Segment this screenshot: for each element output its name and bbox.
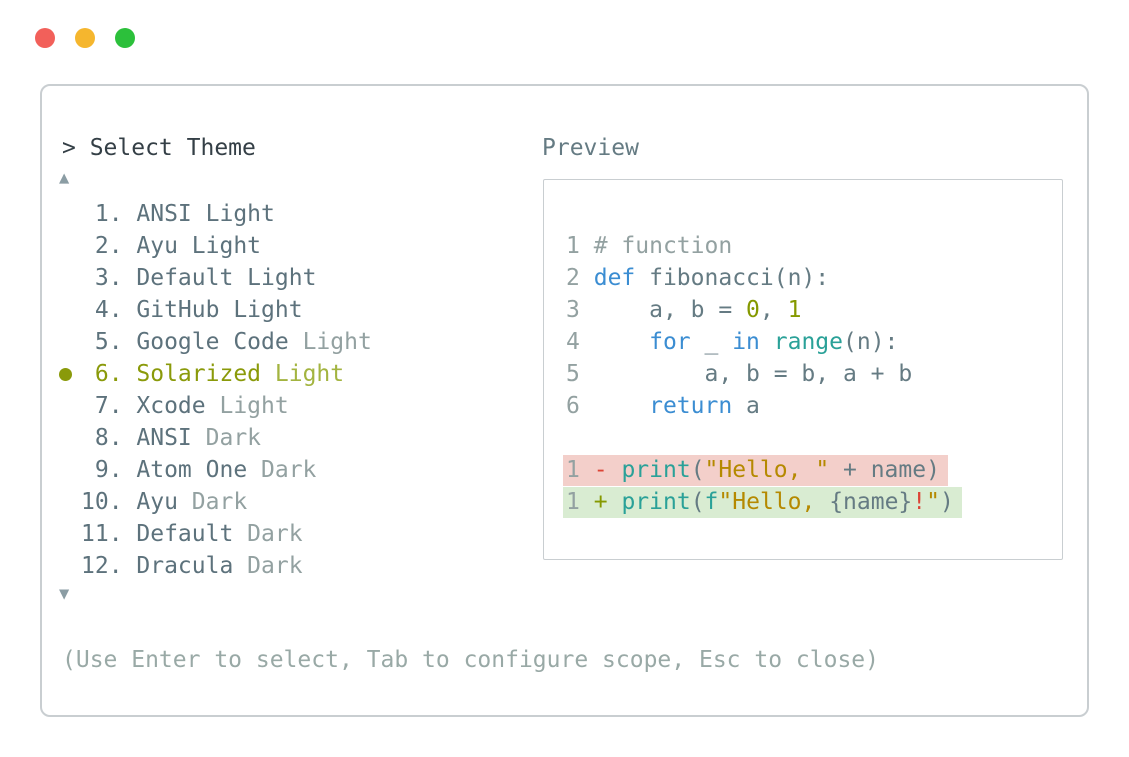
theme-item-label: 12. Dracula Dark: [81, 553, 303, 579]
theme-item-label: 6. Solarized Light: [81, 361, 345, 387]
theme-list-item-solarized-light[interactable]: 6. Solarized Light: [59, 358, 522, 390]
theme-item-label: 3. Default Light: [81, 265, 317, 291]
code-line: 5 a, b = b, a + b: [566, 361, 913, 387]
code-preview: 1 # function 2 def fibonacci(n): 3 a, b = …: [544, 180, 1062, 518]
theme-list-item-google-code-light[interactable]: 5. Google Code Light: [62, 326, 522, 358]
theme-list-item-dracula-dark[interactable]: 12. Dracula Dark: [62, 550, 522, 582]
theme-list-item-ansi-dark[interactable]: 8. ANSI Dark: [62, 422, 522, 454]
preview-box: 1 # function 2 def fibonacci(n): 3 a, b = …: [543, 179, 1063, 560]
scroll-down-icon[interactable]: ▼: [59, 584, 70, 604]
theme-list-item-ayu-light[interactable]: 2. Ayu Light: [62, 230, 522, 262]
diff-line-added: 1 + print(f"Hello, {name}!"): [563, 486, 1062, 518]
theme-list-item-default-light[interactable]: 3. Default Light: [62, 262, 522, 294]
theme-item-label: 11. Default Dark: [81, 521, 303, 547]
code-line: [566, 422, 1062, 454]
theme-list-item-ansi-light[interactable]: 1. ANSI Light: [62, 198, 522, 230]
prompt-title: > Select Theme: [62, 135, 256, 161]
preview-label: Preview: [542, 135, 639, 161]
theme-list-item-ayu-dark[interactable]: 10. Ayu Dark: [62, 486, 522, 518]
diff-line-removed: 1 - print("Hello, " + name): [563, 454, 1062, 486]
theme-item-label: 5. Google Code Light: [81, 329, 372, 355]
theme-item-label: 10. Ayu Dark: [81, 489, 248, 515]
code-line: 4 for _ in range(n):: [566, 329, 899, 355]
code-line: 2 def fibonacci(n):: [566, 265, 830, 291]
theme-item-label: 9. Atom One Dark: [81, 457, 317, 483]
code-line: 3 a, b = 0, 1: [566, 297, 802, 323]
selected-bullet-icon: [59, 368, 72, 381]
close-button[interactable]: [35, 28, 55, 48]
scroll-up-icon[interactable]: ▲: [59, 168, 70, 188]
theme-list-item-atom-one-dark[interactable]: 9. Atom One Dark: [62, 454, 522, 486]
minimize-button[interactable]: [75, 28, 95, 48]
theme-item-label: 8. ANSI Dark: [81, 425, 262, 451]
code-line: 6 return a: [566, 393, 760, 419]
theme-list-item-default-dark[interactable]: 11. Default Dark: [62, 518, 522, 550]
theme-picker-panel: > Select Theme ▲ 1. ANSI Light 2. Ayu Li…: [40, 84, 1089, 717]
theme-item-label: 4. GitHub Light: [81, 297, 303, 323]
theme-list-item-github-light[interactable]: 4. GitHub Light: [62, 294, 522, 326]
theme-item-label: 1. ANSI Light: [81, 201, 275, 227]
keyboard-hint: (Use Enter to select, Tab to configure s…: [62, 647, 879, 673]
traffic-lights: [35, 28, 135, 48]
code-line: 1 # function: [566, 233, 733, 259]
theme-list: 1. ANSI Light 2. Ayu Light 3. Default Li…: [59, 198, 522, 582]
theme-list-item-xcode-light[interactable]: 7. Xcode Light: [62, 390, 522, 422]
maximize-button[interactable]: [115, 28, 135, 48]
theme-item-label: 7. Xcode Light: [81, 393, 289, 419]
theme-item-label: 2. Ayu Light: [81, 233, 262, 259]
